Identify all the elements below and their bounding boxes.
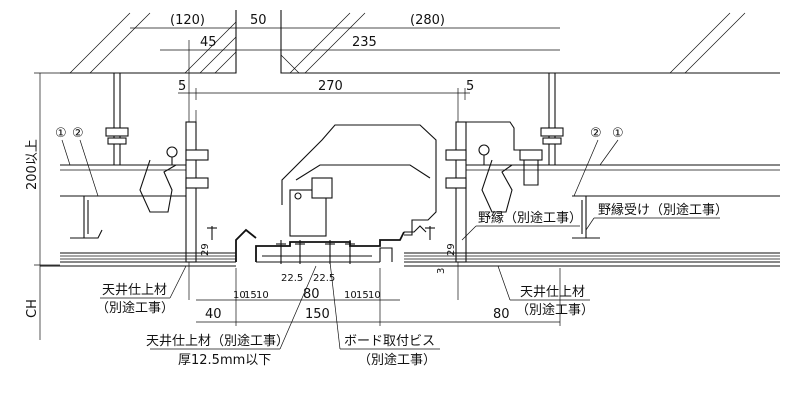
dim-bottom-80-right: 80	[493, 307, 510, 322]
dim-second-right: 235	[352, 35, 377, 50]
screw-5	[207, 226, 217, 240]
screw-4	[345, 240, 355, 264]
hanger-clip-left	[139, 146, 178, 213]
dim-gap-right: 5	[466, 79, 474, 94]
dim-3: 3	[436, 268, 447, 274]
dim-bottom-80-center: 80	[303, 287, 320, 302]
furring-left	[70, 195, 103, 239]
dim-top-mid: 50	[250, 13, 267, 28]
runner-left	[60, 164, 190, 197]
leader-noen	[461, 225, 580, 241]
ceiling-board-right	[404, 252, 780, 267]
hanging-bolt-left	[105, 73, 129, 165]
label-ceiling-finish-right-1: 天井仕上材	[520, 285, 585, 300]
dim-second-left: 45	[200, 35, 217, 50]
dim-bottom-10-b: 10	[256, 290, 269, 301]
screw-6	[425, 226, 435, 240]
marker-right-2: ②	[590, 126, 602, 141]
label-board-screw-1: ボード取付ビス	[344, 334, 435, 349]
label-ceiling-finish-bottom-2: 厚12.5mm以下	[178, 353, 271, 368]
dim-bottom-15-a: 15	[244, 290, 257, 301]
ceiling-board-left	[40, 252, 236, 267]
marker-leaders	[61, 139, 619, 197]
slab-right	[280, 10, 780, 74]
dim-vertical-height: 200以上	[25, 139, 40, 190]
leader-ceiling-finish-right	[497, 265, 590, 301]
label-ceiling-finish-left-2: （別途工事）	[96, 300, 174, 316]
fixture-housing	[281, 124, 437, 237]
bottom-dim-lines	[196, 268, 561, 326]
dim-bottom-150: 150	[305, 307, 330, 322]
runner-right	[460, 164, 780, 197]
marker-right-1: ①	[612, 126, 624, 141]
leader-ceiling-finish-left	[100, 265, 187, 299]
marker-left-2: ②	[72, 126, 84, 141]
dim-bottom-10-a: 10	[233, 290, 246, 301]
label-noen-uke: 野縁受け（別途工事）	[598, 202, 728, 218]
hanging-bolt-right	[540, 73, 564, 165]
marker-left-1: ①	[55, 126, 67, 141]
dim-29-left: 29	[200, 243, 211, 256]
label-noen: 野縁（別途工事）	[478, 210, 582, 226]
label-ceiling-finish-left-1: 天井仕上材	[102, 283, 167, 298]
dim-bottom-15-b: 15	[356, 290, 369, 301]
leader-board-screw	[329, 261, 440, 350]
slab-left	[60, 10, 237, 74]
dim-ch: CH	[25, 299, 40, 318]
dim-opening-width: 270	[318, 79, 343, 94]
frame-left	[185, 110, 236, 263]
dim-bottom-40: 40	[205, 307, 222, 322]
leader-ceiling-finish-bottom	[150, 265, 317, 350]
screw-3	[325, 240, 335, 264]
vertical-dim	[34, 72, 60, 340]
screw-1	[276, 240, 286, 264]
dim-gap-left: 5	[178, 79, 186, 94]
label-board-screw-2: （別途工事）	[358, 352, 436, 368]
dim-top-right-ref: (280)	[410, 13, 445, 28]
dim-29-right: 29	[446, 243, 457, 256]
frame-right	[445, 121, 526, 263]
dim-22-5-left: 22.5	[281, 273, 303, 284]
label-ceiling-finish-right-2: （別途工事）	[516, 302, 594, 318]
dim-22-5-right: 22.5	[313, 273, 335, 284]
leader-noen-uke	[585, 217, 720, 231]
dim-top-left-ref: (120)	[170, 13, 205, 28]
dim-bottom-10-c: 10	[344, 290, 357, 301]
label-ceiling-finish-bottom-1: 天井仕上材（別途工事）	[146, 333, 289, 349]
dim-bottom-10-d: 10	[368, 290, 381, 301]
hanger-clip-right	[478, 144, 543, 213]
screw-2	[295, 240, 305, 264]
furring-right	[572, 195, 600, 239]
